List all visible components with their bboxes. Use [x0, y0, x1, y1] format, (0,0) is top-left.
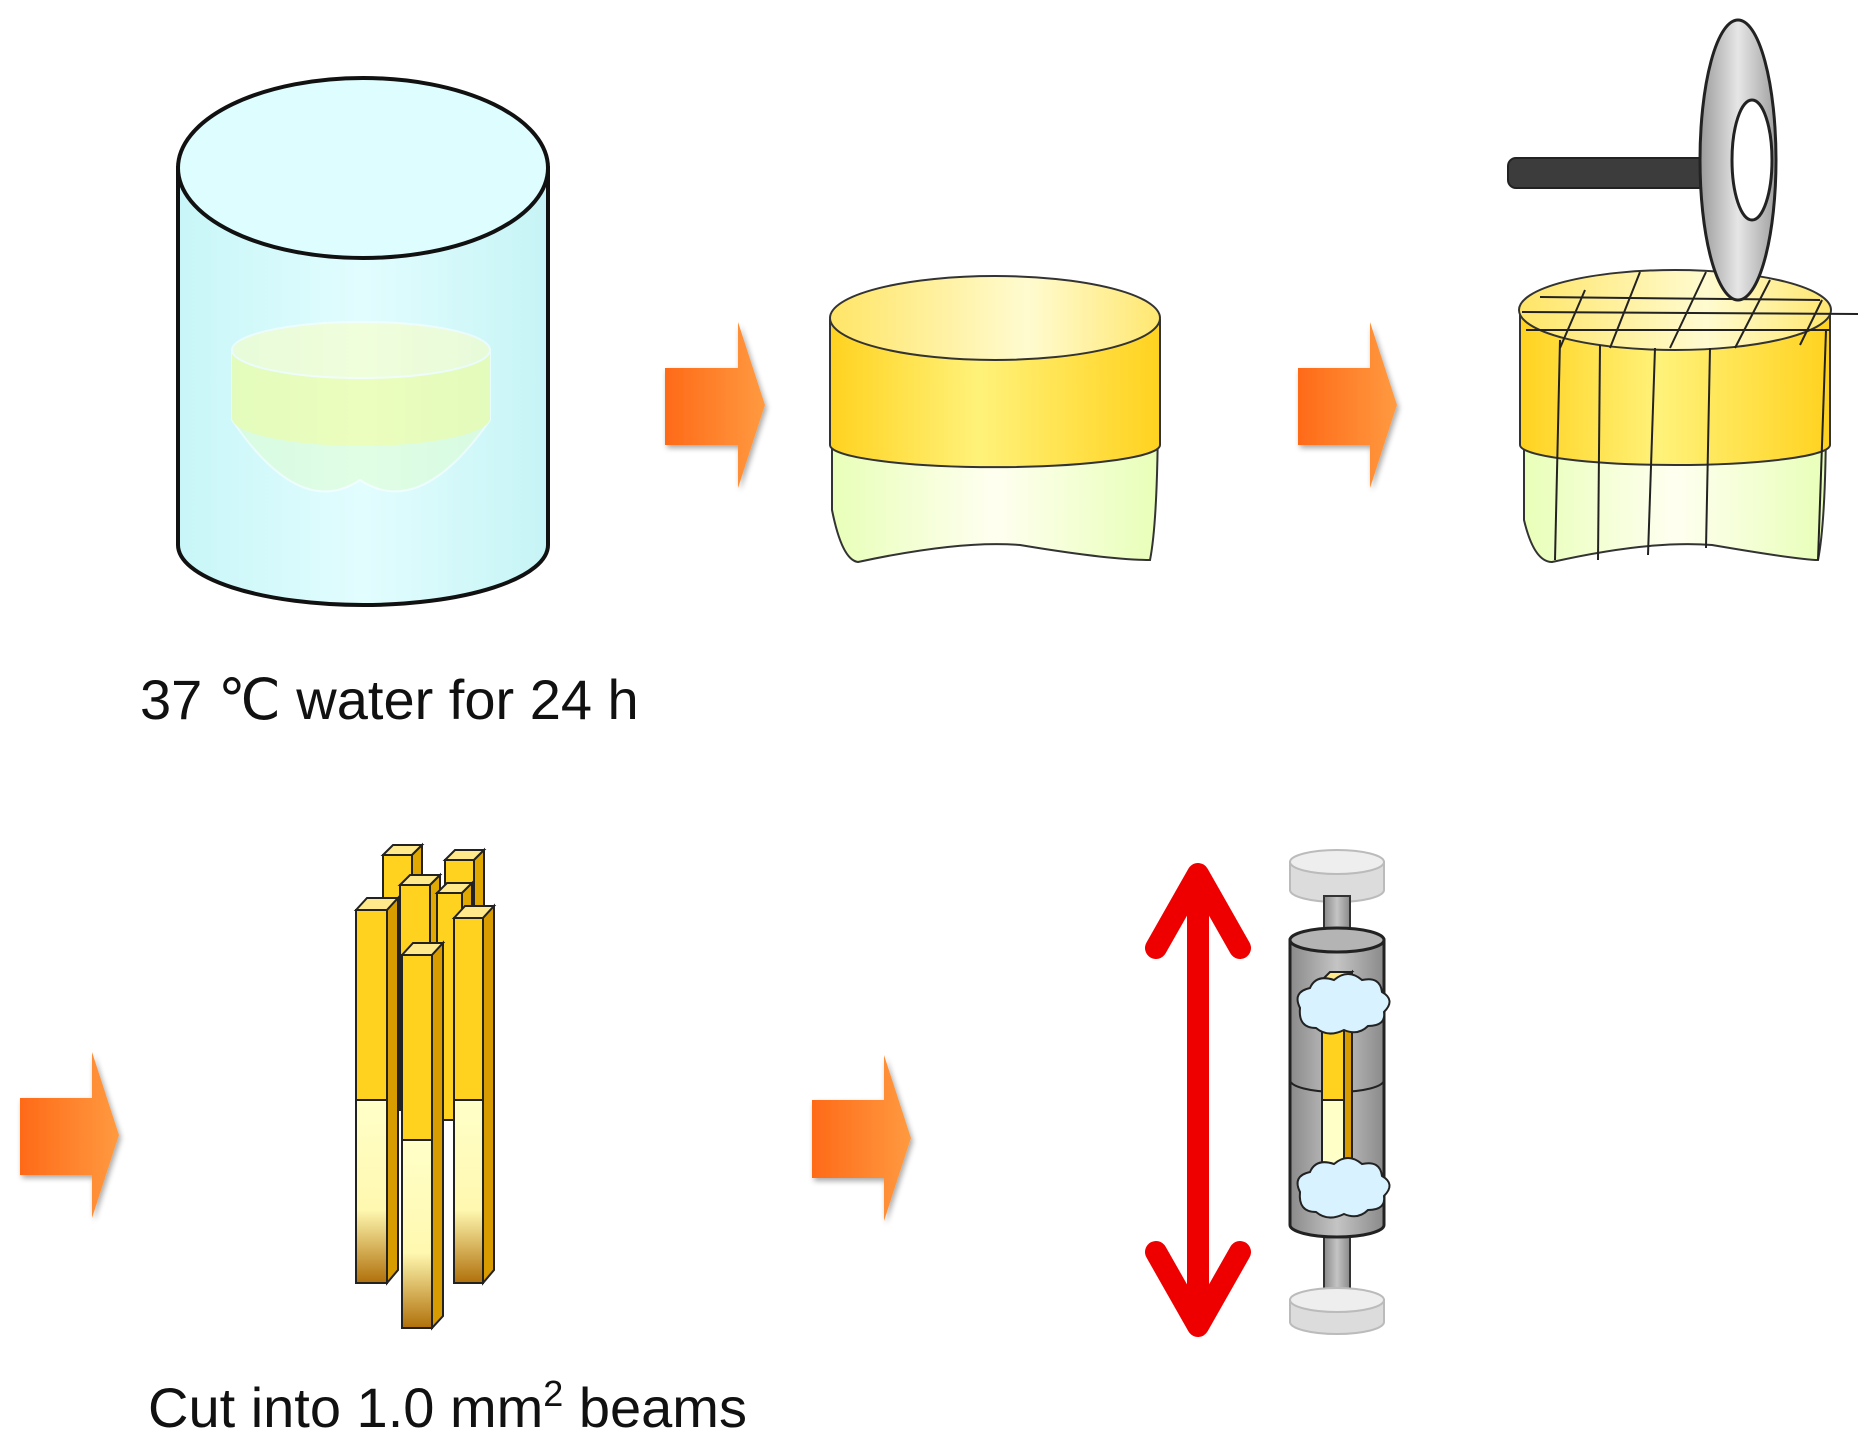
submerged-specimen — [231, 321, 491, 493]
cut-beams-suffix: beams — [563, 1376, 747, 1439]
beam — [399, 940, 446, 1331]
double-arrow-icon — [1145, 863, 1251, 1337]
process-arrow-icon — [665, 322, 765, 488]
glue-top — [1296, 973, 1391, 1035]
water-soak-caption: 37 ℃ water for 24 h — [140, 668, 639, 731]
tooth-specimen-icon — [829, 275, 1161, 564]
cut-lines — [1521, 271, 1859, 561]
process-arrow-icon — [1298, 322, 1397, 488]
process-arrow-icon — [812, 1055, 911, 1221]
cut-beams-superscript: 2 — [543, 1373, 564, 1414]
beam — [451, 903, 497, 1286]
water-beaker-icon — [176, 76, 550, 607]
beams-icon — [353, 842, 497, 1331]
process-arrow-icon — [20, 1052, 119, 1218]
beam — [353, 895, 401, 1286]
saw-disc-icon — [1507, 18, 1778, 302]
cut-beams-caption: Cut into 1.0 mm2 beams — [148, 1376, 747, 1436]
glue-bottom — [1296, 1157, 1391, 1219]
tensile-jig-icon — [1288, 849, 1391, 1335]
sectioned-specimen-icon — [1518, 269, 1859, 564]
cut-beams-prefix: Cut into 1.0 mm — [148, 1376, 544, 1439]
